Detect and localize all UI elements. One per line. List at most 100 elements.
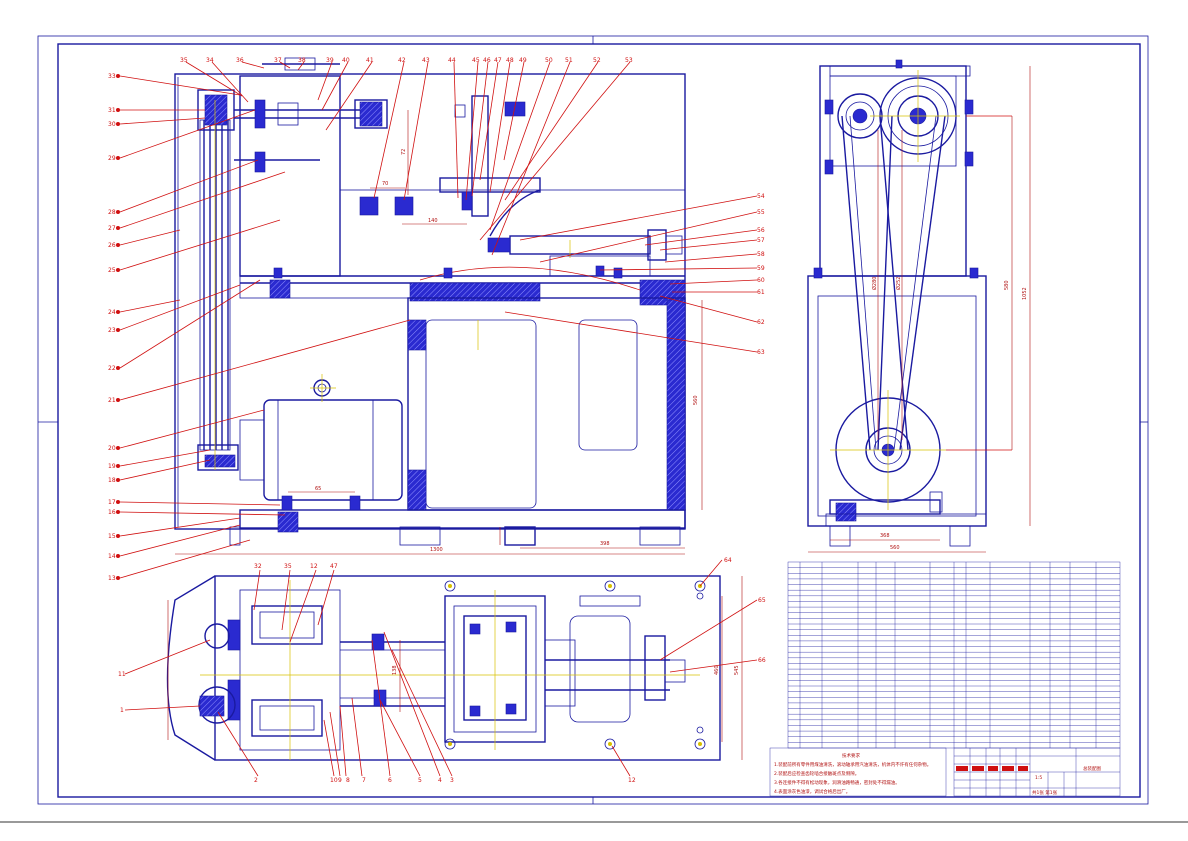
callout-2: 2 — [254, 777, 258, 784]
callout-62: 62 — [757, 319, 765, 326]
dim-plan-h: 460 — [714, 665, 720, 675]
callout-27: 27 — [108, 225, 116, 232]
plan-leaders — [124, 559, 758, 777]
callout-60: 60 — [757, 277, 765, 284]
note-line-1: 1.装配前所有零件用煤油清洗，滚动轴承用汽油清洗，机体内不许有任何杂物。 — [774, 761, 931, 768]
dim-140: 140 — [428, 218, 438, 224]
callout-64: 64 — [724, 557, 732, 564]
callout-12b: 12 — [310, 563, 318, 570]
parts-list-table — [787, 561, 1121, 749]
callout-55: 55 — [757, 209, 765, 216]
notes-heading: 技术要求 — [842, 752, 860, 759]
callout-46: 46 — [483, 57, 491, 64]
callout-51: 51 — [565, 57, 573, 64]
drawing-title: 总装配图 — [1083, 765, 1101, 772]
callout-31: 31 — [108, 107, 116, 114]
callout-28: 28 — [108, 209, 116, 216]
callout-43: 43 — [422, 57, 430, 64]
side-view: 1052 580 560 368 Ø280 Ø252 — [807, 59, 1031, 553]
callout-49: 49 — [519, 57, 527, 64]
callout-47: 47 — [494, 57, 502, 64]
dim-front-width: 1300 — [430, 547, 443, 553]
callout-16: 16 — [108, 509, 116, 516]
note-line-4: 4.表面涂灰色油漆，调试合格后出厂。 — [774, 788, 850, 795]
callout-39: 39 — [326, 57, 334, 64]
sheet-frame — [0, 35, 1188, 823]
callout-38: 38 — [298, 57, 306, 64]
callout-61: 61 — [757, 289, 765, 296]
callout-23: 23 — [108, 327, 116, 334]
drawing-sheet: 共1张 第1张 — [1032, 789, 1058, 796]
front-view: 1300 398 560 70 140 65 72 — [174, 57, 703, 555]
callout-9: 9 — [338, 777, 342, 784]
callout-32: 32 — [254, 563, 262, 570]
note-line-3: 3.各连接件不得有松动现象，润滑油路畅通，密封处不得漏油。 — [774, 779, 900, 786]
callout-56: 56 — [757, 227, 765, 234]
callout-29: 29 — [108, 155, 116, 162]
callout-7: 7 — [362, 777, 366, 784]
callout-3: 3 — [450, 777, 454, 784]
callout-17: 17 — [108, 499, 116, 506]
callout-13: 13 — [108, 575, 116, 582]
callout-1: 1 — [120, 707, 124, 714]
dim-plan-c: 138 — [392, 665, 398, 675]
callout-58: 58 — [757, 251, 765, 258]
callout-45: 45 — [472, 57, 480, 64]
callout-21: 21 — [108, 397, 116, 404]
callout-57: 57 — [757, 237, 765, 244]
dim-72: 72 — [401, 149, 407, 155]
callout-10: 10 — [330, 777, 338, 784]
callout-50: 50 — [545, 57, 553, 64]
callout-59: 59 — [757, 265, 765, 272]
plan-view: 460 545 138 — [166, 575, 743, 761]
callout-14: 14 — [108, 553, 116, 560]
dim-side-h2: 1052 — [1022, 287, 1028, 300]
callout-5: 5 — [418, 777, 422, 784]
dim-65: 65 — [315, 486, 321, 492]
callout-bullets — [116, 74, 120, 580]
callout-11: 11 — [118, 671, 126, 678]
callout-30: 30 — [108, 121, 116, 128]
dim-side-h1: 580 — [1004, 280, 1010, 290]
callout-65: 65 — [758, 597, 766, 604]
callout-52: 52 — [593, 57, 601, 64]
drawing-scale: 1:5 — [1035, 775, 1042, 781]
callout-48: 48 — [506, 57, 514, 64]
dim-side-d2: Ø252 — [895, 277, 902, 290]
note-line-2: 2.装配后应检查齿轮啮合接触斑点及侧隙。 — [774, 770, 859, 777]
callout-6: 6 — [388, 777, 392, 784]
callout-54: 54 — [757, 193, 765, 200]
callout-24: 24 — [108, 309, 116, 316]
top-callout-labels: 35 34 36 37 38 39 40 41 42 43 44 45 46 4… — [180, 57, 633, 64]
callout-4: 4 — [438, 777, 442, 784]
plan-callout-labels: 10 9 8 7 6 5 4 3 2 1 11 32 35 12 47 64 6… — [118, 557, 766, 784]
right-callout-labels: 54 55 56 57 58 59 60 61 62 63 — [757, 193, 765, 356]
callout-20: 20 — [108, 445, 116, 452]
callout-37: 37 — [274, 57, 282, 64]
title-block: 总装配图 1:5 共1张 第1张 — [953, 747, 1121, 797]
callout-22: 22 — [108, 365, 116, 372]
callout-25: 25 — [108, 267, 116, 274]
dim-side-d1: Ø280 — [871, 277, 878, 290]
callout-8: 8 — [346, 777, 350, 784]
callout-36: 36 — [236, 57, 244, 64]
left-callout-labels: 33 31 30 29 28 27 26 25 24 23 22 21 20 1… — [108, 73, 116, 582]
callout-19: 19 — [108, 463, 116, 470]
callout-44: 44 — [448, 57, 456, 64]
callout-33: 33 — [108, 73, 116, 80]
callout-42: 42 — [398, 57, 406, 64]
dim-front-height: 560 — [693, 395, 699, 405]
callout-41: 41 — [366, 57, 374, 64]
callout-18: 18 — [108, 477, 116, 484]
dim-front-right: 398 — [600, 541, 610, 547]
dim-side-inner: 368 — [880, 533, 890, 539]
callout-66: 66 — [758, 657, 766, 664]
callout-47b: 47 — [330, 563, 338, 570]
callout-35b: 35 — [284, 563, 292, 570]
technical-notes: 技术要求 1.装配前所有零件用煤油清洗，滚动轴承用汽油清洗，机体内不许有任何杂物… — [769, 747, 947, 797]
callout-40: 40 — [342, 57, 350, 64]
front-leaders — [119, 61, 758, 579]
callout-12: 12 — [628, 777, 636, 784]
callout-35: 35 — [180, 57, 188, 64]
